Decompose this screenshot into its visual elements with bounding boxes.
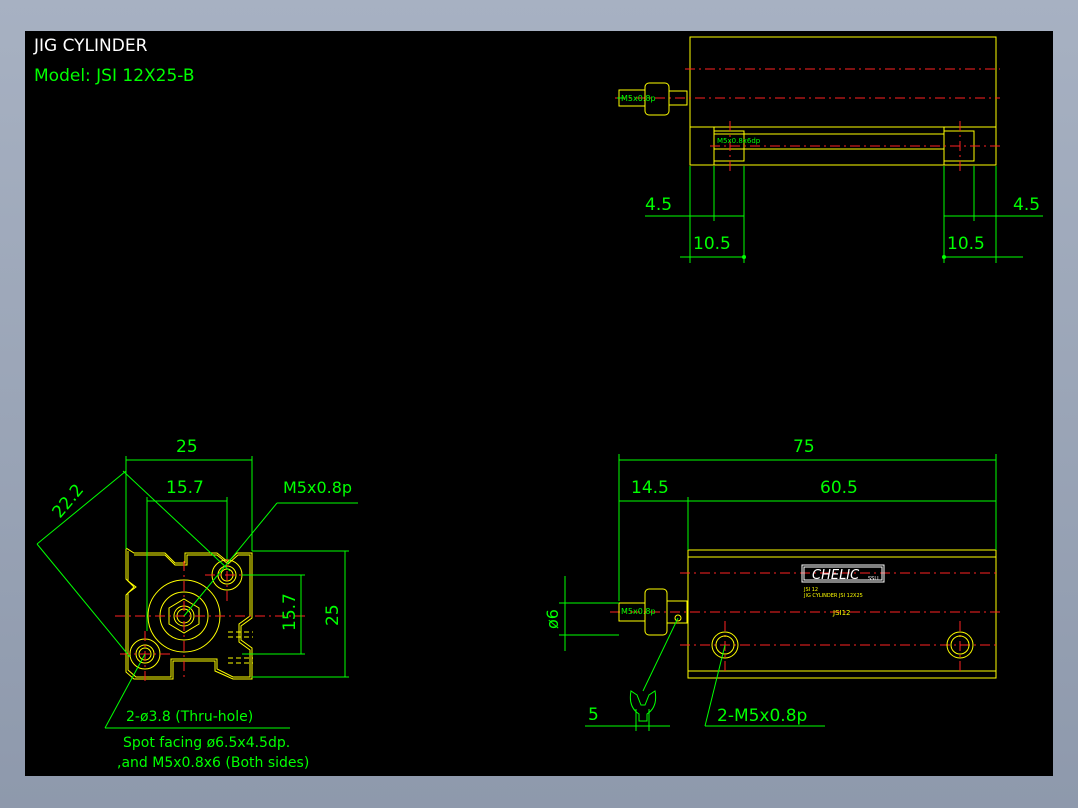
front-port-label: M5x0.8p [283, 478, 352, 497]
front-dim-diag: 22.2 [49, 480, 89, 522]
side-view-body [687, 549, 997, 679]
side-view: CHELIC SSLI JSI 12 JIG CYLINDER JSI 12X2… [543, 437, 1000, 731]
model-label: Model: JSI 12X25-B [34, 66, 195, 86]
nameplate [801, 564, 885, 583]
top-view-body [689, 36, 997, 166]
plate-line-1: JSI 12 [803, 587, 818, 593]
front-dim-width: 25 [176, 437, 198, 457]
front-dim-v-inner: 15.7 [280, 593, 300, 631]
side-dim-left: 14.5 [631, 478, 669, 498]
top-dim-left-large: 10.5 [693, 234, 731, 254]
cad-drawing: JIG CYLINDER Model: JSI 12X25-B M5x0.8p … [33, 36, 1043, 771]
top-dim-right-large: 10.5 [947, 234, 985, 254]
brand-label: CHELIC [812, 568, 860, 583]
top-dim-right-small: 4.5 [1013, 195, 1040, 215]
drawing-sheet: JIG CYLINDER Model: JSI 12X25-B M5x0.8p … [25, 31, 1053, 776]
drawing-title: JIG CYLINDER [33, 36, 148, 56]
top-dim-left-small: 4.5 [645, 195, 672, 215]
front-note-3: ,and M5x0.8x6 (Both sides) [117, 755, 309, 771]
front-note-2: Spot facing ø6.5x4.5dp. [123, 735, 290, 751]
front-note-1: 2-ø3.8 (Thru-hole) [126, 709, 253, 725]
side-dim-small: 5 [588, 705, 599, 725]
front-dim-inner: 15.7 [166, 478, 204, 498]
top-port-label: M5x0.8p [621, 94, 656, 103]
brand-suffix: SSLI [868, 576, 879, 582]
plate-line-2: JIG CYLINDER JSI 12X25 [803, 593, 863, 599]
top-view: M5x0.8p M5x0.8x6dp 4.5 10.5 4.5 10.5 [615, 36, 1043, 263]
front-view: 25 15.7 22.2 15.7 25 M5x0.8p 2-ø3.8 (Thr… [36, 437, 358, 771]
model-mark: JSI12 [832, 609, 850, 617]
front-view-body [125, 547, 253, 680]
side-dim-dia: ø6 [543, 609, 562, 629]
side-hole-label: 2-M5x0.8p [717, 706, 807, 726]
top-port-label-mid: M5x0.8x6dp [717, 137, 761, 145]
side-dim-right: 60.5 [820, 478, 858, 498]
side-port-label: M5x0.8p [621, 607, 656, 616]
side-dim-total: 75 [793, 437, 815, 457]
front-dim-v-outer: 25 [323, 604, 343, 626]
